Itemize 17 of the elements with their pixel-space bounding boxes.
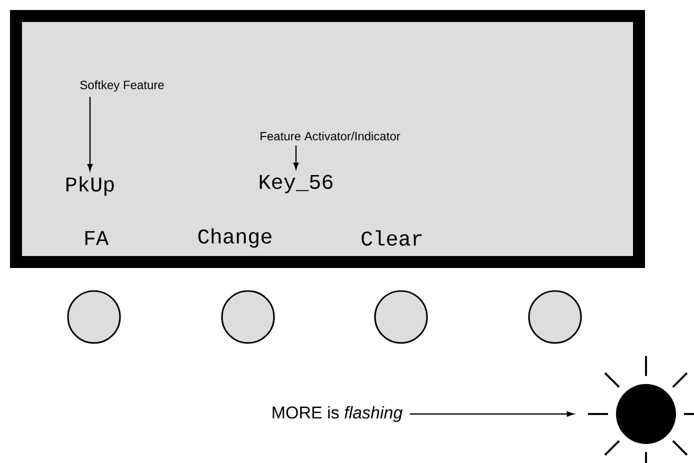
display-text: PkUp [66,176,114,196]
softkey-button [221,290,275,344]
caption-text: MORE is flashing [272,406,402,422]
arrow [410,411,574,417]
display-screen [10,10,645,268]
arrow [293,146,299,170]
softkey-label: Change [198,228,272,248]
arrow [87,96,93,171]
display-text: Key_56 [260,174,332,194]
softkey-button [374,290,428,344]
softkey-button [528,290,582,344]
softkey-label: Clear [362,230,422,246]
softkey-button [67,290,121,344]
softkey-label: FA [85,231,109,245]
annotation-text: Feature Activator/Indicator [260,132,400,140]
flashing-light-drawing [588,356,694,463]
annotation-text: Softkey Feature [80,80,164,92]
